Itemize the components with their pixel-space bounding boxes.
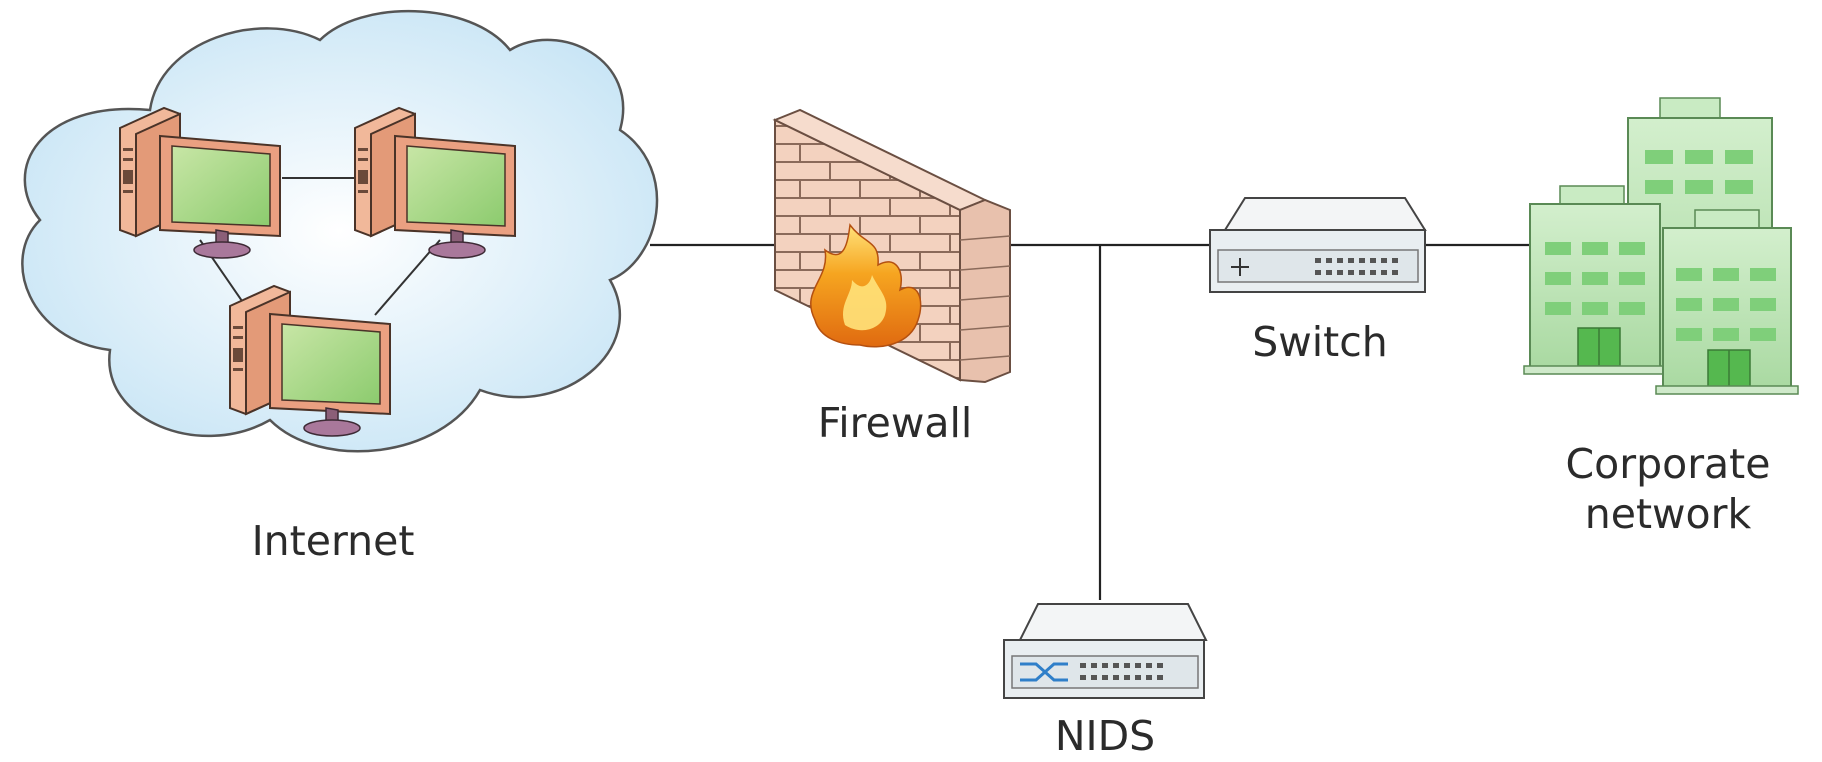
brick-wall-fire-icon [772,108,1011,384]
office-buildings-icon [1523,97,1799,395]
nids-label: NIDS [1055,712,1155,760]
firewall-label: Firewall [818,399,973,447]
switch-label: Switch [1252,318,1388,366]
internet-label: Internet [252,517,415,565]
network-switch-icon [1209,197,1427,293]
corporate-label-line1: Corporate [1566,440,1771,488]
connection-lines [650,243,1535,600]
corporate-label-line2: network [1585,490,1752,538]
cloud-icon [21,10,659,453]
nids-appliance-icon [1003,603,1208,699]
